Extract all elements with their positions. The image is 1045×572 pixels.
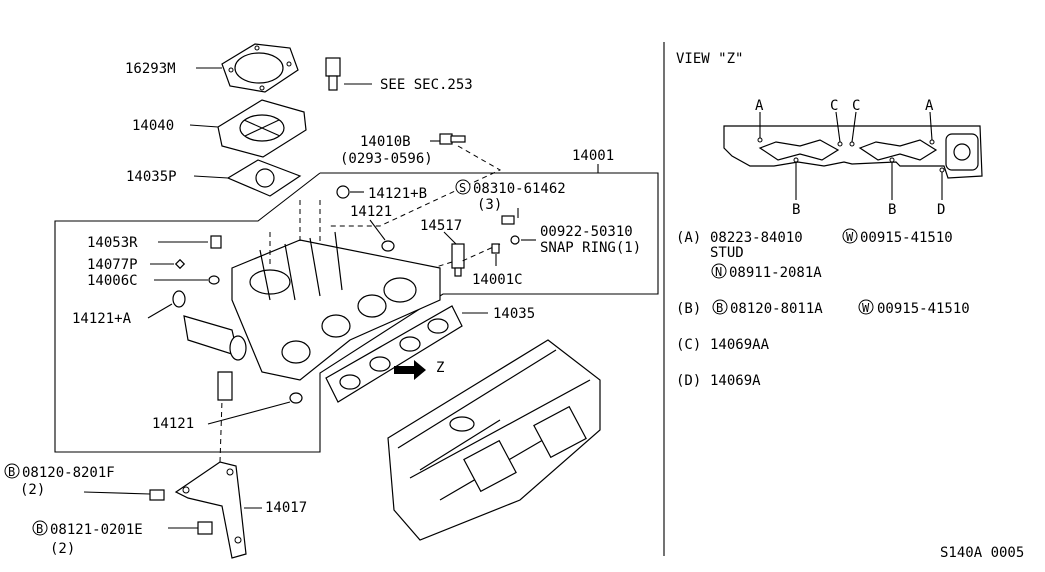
cylinder-head (387, 339, 601, 541)
label-14035p: 14035P (126, 169, 177, 185)
assembly-outline (54, 172, 659, 453)
label-14001: 14001 (572, 148, 614, 164)
label-14010b-range: (0293-0596) (340, 151, 433, 167)
marker-d: D (937, 202, 945, 218)
label-see-sec-253: SEE SEC.253 (380, 77, 473, 93)
marker-c-right: C (852, 98, 860, 114)
seal-14077p (174, 258, 186, 270)
label-qty-2a: (2) (20, 482, 45, 498)
label-16293m: 16293M (125, 61, 176, 77)
svg-text:B: B (36, 522, 43, 536)
marker-c-left: C (830, 98, 838, 114)
label-14006c: 14006C (87, 273, 138, 289)
view-z-arrow (394, 360, 426, 380)
bolt-08121-0201e (197, 521, 213, 535)
snap-ring-part (510, 235, 520, 245)
gasket-16293m (221, 43, 299, 93)
circled-b-icon-2 (32, 520, 48, 536)
label-14517: 14517 (420, 218, 462, 234)
label-z: Z (436, 360, 444, 376)
hose-14121-bottom (289, 392, 303, 404)
label-08121-0201e: 08121-0201E (50, 522, 143, 538)
label-qty-2b: (2) (50, 541, 75, 557)
svg-text:N: N (715, 265, 722, 279)
bolt-08310 (501, 215, 515, 225)
circled-w-icon-1 (842, 228, 858, 244)
label-14121-bottom: 14121 (152, 416, 194, 432)
sensor-sec253 (325, 57, 341, 91)
legend-a-n-part: 08911-2081A (729, 265, 822, 281)
injector-14517 (451, 243, 465, 277)
view-z-title: VIEW "Z" (676, 51, 743, 67)
label-08120-8201f: 08120-8201F (22, 465, 115, 481)
circled-n-icon (711, 263, 727, 279)
legend-c-tag: (C) (676, 337, 701, 353)
legend-d-part: 14069A (710, 373, 761, 389)
svg-text:B: B (8, 465, 15, 479)
label-14121-top: 14121 (350, 204, 392, 220)
gasket-14035 (325, 305, 463, 403)
washer-14006c (208, 275, 220, 285)
legend-b-w-part: 00915-41510 (877, 301, 970, 317)
hose-14121b-part (336, 185, 350, 199)
bolt-08120-8201f (149, 489, 165, 501)
plug-14053r (210, 235, 222, 249)
gasket-14035p (226, 159, 302, 197)
legend-a-tag: (A) (676, 230, 701, 246)
svg-text:W: W (862, 301, 870, 315)
circled-s-icon (455, 179, 471, 195)
label-08310-61462: 08310-61462 (473, 181, 566, 197)
label-00922-50310: 00922-50310 (540, 224, 633, 240)
label-14077p: 14077P (87, 257, 138, 273)
legend-b-tag: (B) (676, 301, 701, 317)
label-14017: 14017 (265, 500, 307, 516)
circled-b-icon-3 (712, 299, 728, 315)
hose-14121-top (381, 240, 395, 252)
label-14001c: 14001C (472, 272, 523, 288)
marker-a-right: A (925, 98, 934, 114)
hose-14121a (172, 290, 186, 308)
clip-14001c (491, 243, 500, 254)
label-14035: 14035 (493, 306, 535, 322)
legend-c-part: 14069AA (710, 337, 770, 353)
legend-a-note: STUD (710, 245, 744, 261)
marker-a-left: A (755, 98, 764, 114)
view-z-gasket (723, 125, 983, 179)
label-14121b: 14121+B (368, 186, 427, 202)
diagram-code: S140A 0005 (940, 545, 1024, 561)
legend-a-w-part: 00915-41510 (860, 230, 953, 246)
label-snap-ring: SNAP RING(1) (540, 240, 641, 256)
label-14053r: 14053R (87, 235, 138, 251)
svg-text:B: B (716, 301, 723, 315)
legend-b-part: 08120-8011A (730, 301, 823, 317)
legend-d-tag: (D) (676, 373, 701, 389)
label-14040: 14040 (132, 118, 174, 134)
label-14010b: 14010B (360, 134, 411, 150)
label-08310-qty: (3) (477, 197, 502, 213)
circled-w-icon-2 (858, 299, 874, 315)
svg-text:S: S (459, 181, 466, 195)
throttle-plate-14040 (217, 99, 307, 158)
intake-manifold-body (183, 200, 441, 401)
svg-text:W: W (846, 230, 854, 244)
circled-b-icon-1 (4, 463, 20, 479)
marker-b-left: B (792, 202, 800, 218)
legend-a-part: 08223-84010 (710, 230, 803, 246)
stud-14010b (439, 133, 466, 145)
marker-b-right: B (888, 202, 896, 218)
label-14121a: 14121+A (72, 311, 132, 327)
bracket-14017 (174, 461, 247, 559)
